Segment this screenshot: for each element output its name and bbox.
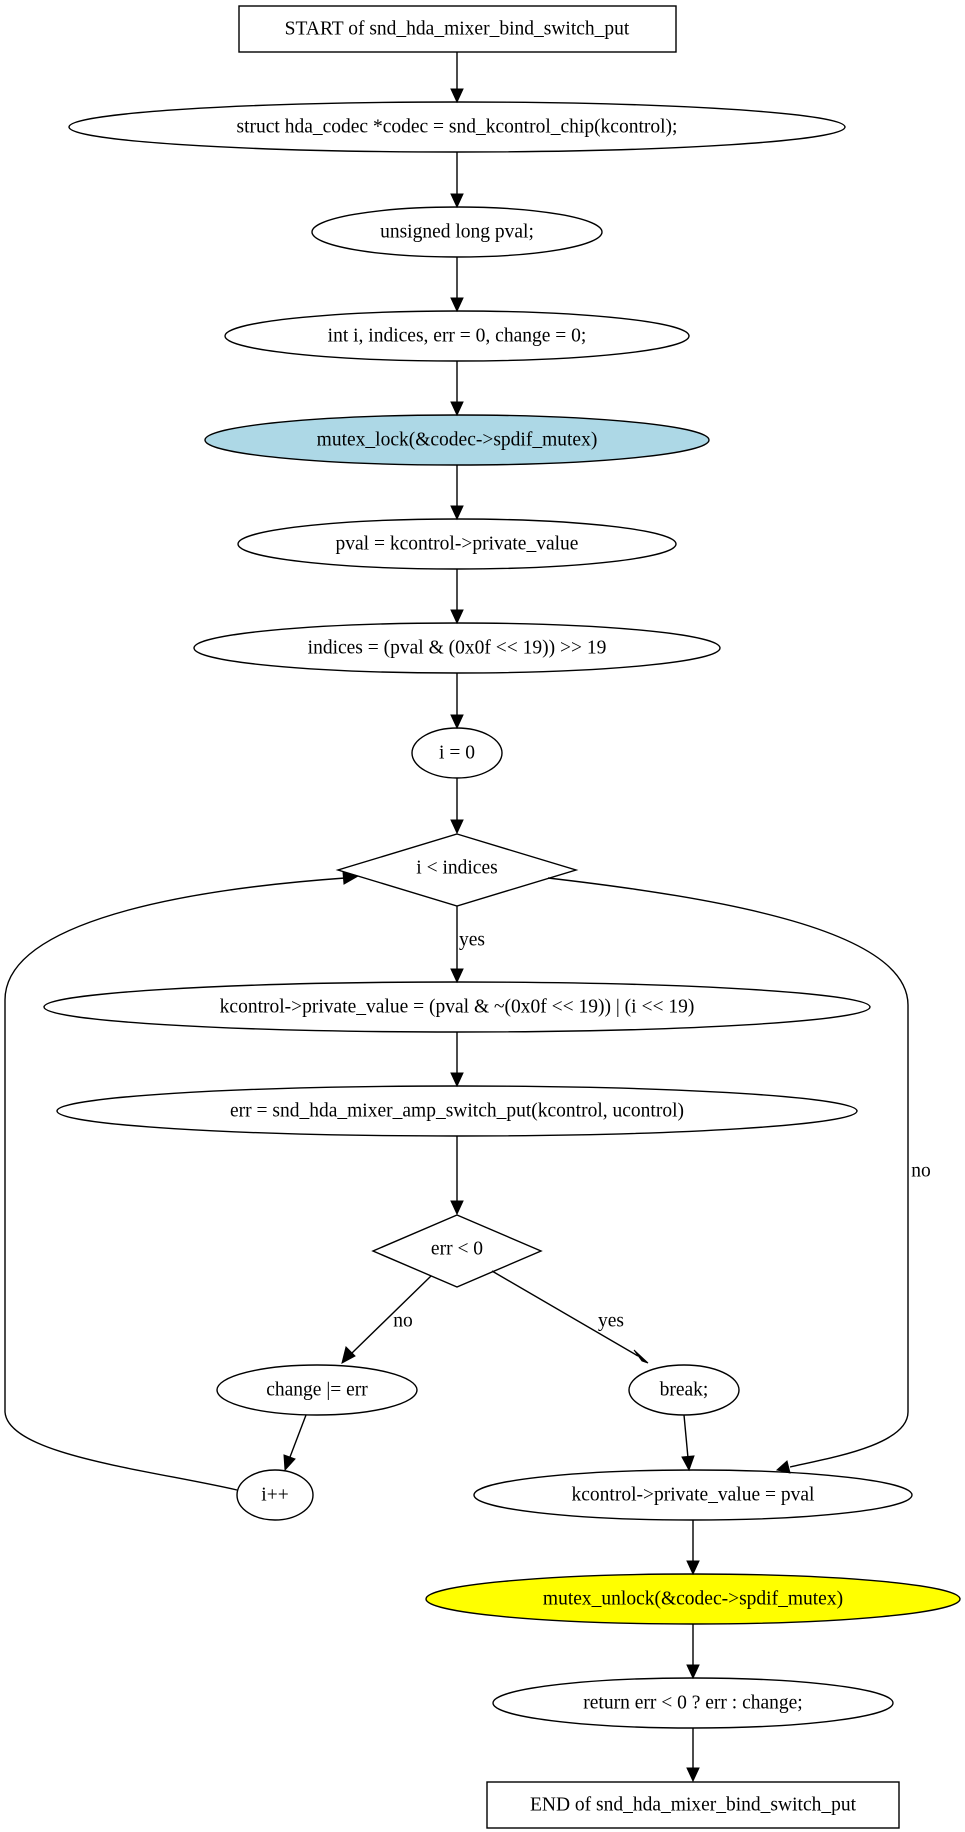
node-mutex-lock: mutex_lock(&codec->spdif_mutex) [204, 414, 710, 466]
node-break: break; [628, 1364, 740, 1416]
edge-start-to-codec [450, 52, 464, 104]
node-pval-decl-label: unsigned long pval; [380, 222, 534, 243]
edge-errcond-yes: yes [491, 1270, 649, 1364]
node-i-init-label: i = 0 [439, 743, 475, 764]
node-pval-decl: unsigned long pval; [311, 206, 603, 258]
edge-private-to-errassign [450, 1032, 464, 1088]
node-end: END of snd_hda_mixer_bind_switch_put [486, 1781, 900, 1829]
node-return-label: return err < 0 ? err : change; [583, 1693, 802, 1714]
edge-indices-to-iinit [450, 673, 464, 730]
edge-errcond-no: no [341, 1275, 432, 1364]
node-start-label: START of snd_hda_mixer_bind_switch_put [285, 19, 630, 40]
node-codec-decl-label: struct hda_codec *codec = snd_kcontrol_c… [237, 117, 678, 138]
edge-pvalassign-to-indices [450, 569, 464, 625]
node-loop-cond-label: i < indices [416, 858, 497, 879]
node-change-or-label: change |= err [266, 1380, 368, 1401]
node-i-init: i = 0 [411, 727, 503, 779]
edge-loopcond-yes: yes [450, 906, 485, 984]
edge-lock-to-pvalassign [450, 465, 464, 521]
edge-vars-to-lock [450, 361, 464, 417]
node-mutex-lock-label: mutex_lock(&codec->spdif_mutex) [317, 430, 598, 451]
node-return: return err < 0 ? err : change; [492, 1677, 894, 1729]
node-pval-assign-label: pval = kcontrol->private_value [336, 534, 579, 555]
node-codec-decl: struct hda_codec *codec = snd_kcontrol_c… [68, 101, 846, 153]
node-end-label: END of snd_hda_mixer_bind_switch_put [530, 1795, 857, 1816]
edge-restore-to-unlock [686, 1520, 700, 1576]
node-private-value-restore-label: kcontrol->private_value = pval [572, 1485, 815, 1506]
node-err-cond-label: err < 0 [431, 1239, 483, 1260]
node-private-value-restore: kcontrol->private_value = pval [473, 1469, 913, 1521]
node-vars-decl-label: int i, indices, err = 0, change = 0; [328, 326, 587, 347]
edge-break-to-restore [681, 1414, 695, 1472]
node-i-incr: i++ [236, 1469, 314, 1521]
node-i-incr-label: i++ [261, 1485, 288, 1506]
node-loop-cond: i < indices [335, 833, 579, 907]
node-mutex-unlock: mutex_unlock(&codec->spdif_mutex) [425, 1573, 961, 1625]
edge-change-to-incr [283, 1414, 307, 1472]
node-private-value-set-label: kcontrol->private_value = (pval & ~(0x0f… [220, 997, 695, 1018]
edge-return-to-end [686, 1728, 700, 1783]
node-indices-assign: indices = (pval & (0x0f << 19)) >> 19 [193, 622, 721, 674]
edge-label-err-no: no [393, 1311, 413, 1332]
node-start: START of snd_hda_mixer_bind_switch_put [238, 5, 677, 53]
edge-label-loop-no: no [911, 1161, 931, 1182]
edge-iinit-to-loopcond [450, 778, 464, 835]
node-private-value-set: kcontrol->private_value = (pval & ~(0x0f… [43, 981, 871, 1033]
node-pval-assign: pval = kcontrol->private_value [237, 518, 677, 570]
edge-loopcond-no: no [547, 877, 931, 1474]
node-break-label: break; [660, 1380, 709, 1401]
node-err-assign-label: err = snd_hda_mixer_amp_switch_put(kcont… [230, 1101, 684, 1122]
node-err-cond: err < 0 [371, 1214, 543, 1288]
edge-unlock-to-return [686, 1624, 700, 1680]
edge-label-err-yes: yes [598, 1311, 624, 1332]
edge-pval-to-vars [450, 257, 464, 313]
node-vars-decl: int i, indices, err = 0, change = 0; [224, 310, 690, 362]
node-err-assign: err = snd_hda_mixer_amp_switch_put(kcont… [56, 1085, 858, 1137]
edge-errassign-to-errcond [450, 1136, 464, 1216]
edge-incr-loopback [4, 871, 360, 1491]
node-mutex-unlock-label: mutex_unlock(&codec->spdif_mutex) [543, 1589, 843, 1610]
node-indices-assign-label: indices = (pval & (0x0f << 19)) >> 19 [308, 638, 607, 659]
edge-label-loop-yes: yes [459, 930, 485, 951]
node-change-or: change |= err [216, 1364, 418, 1416]
edge-codec-to-pval [450, 152, 464, 209]
